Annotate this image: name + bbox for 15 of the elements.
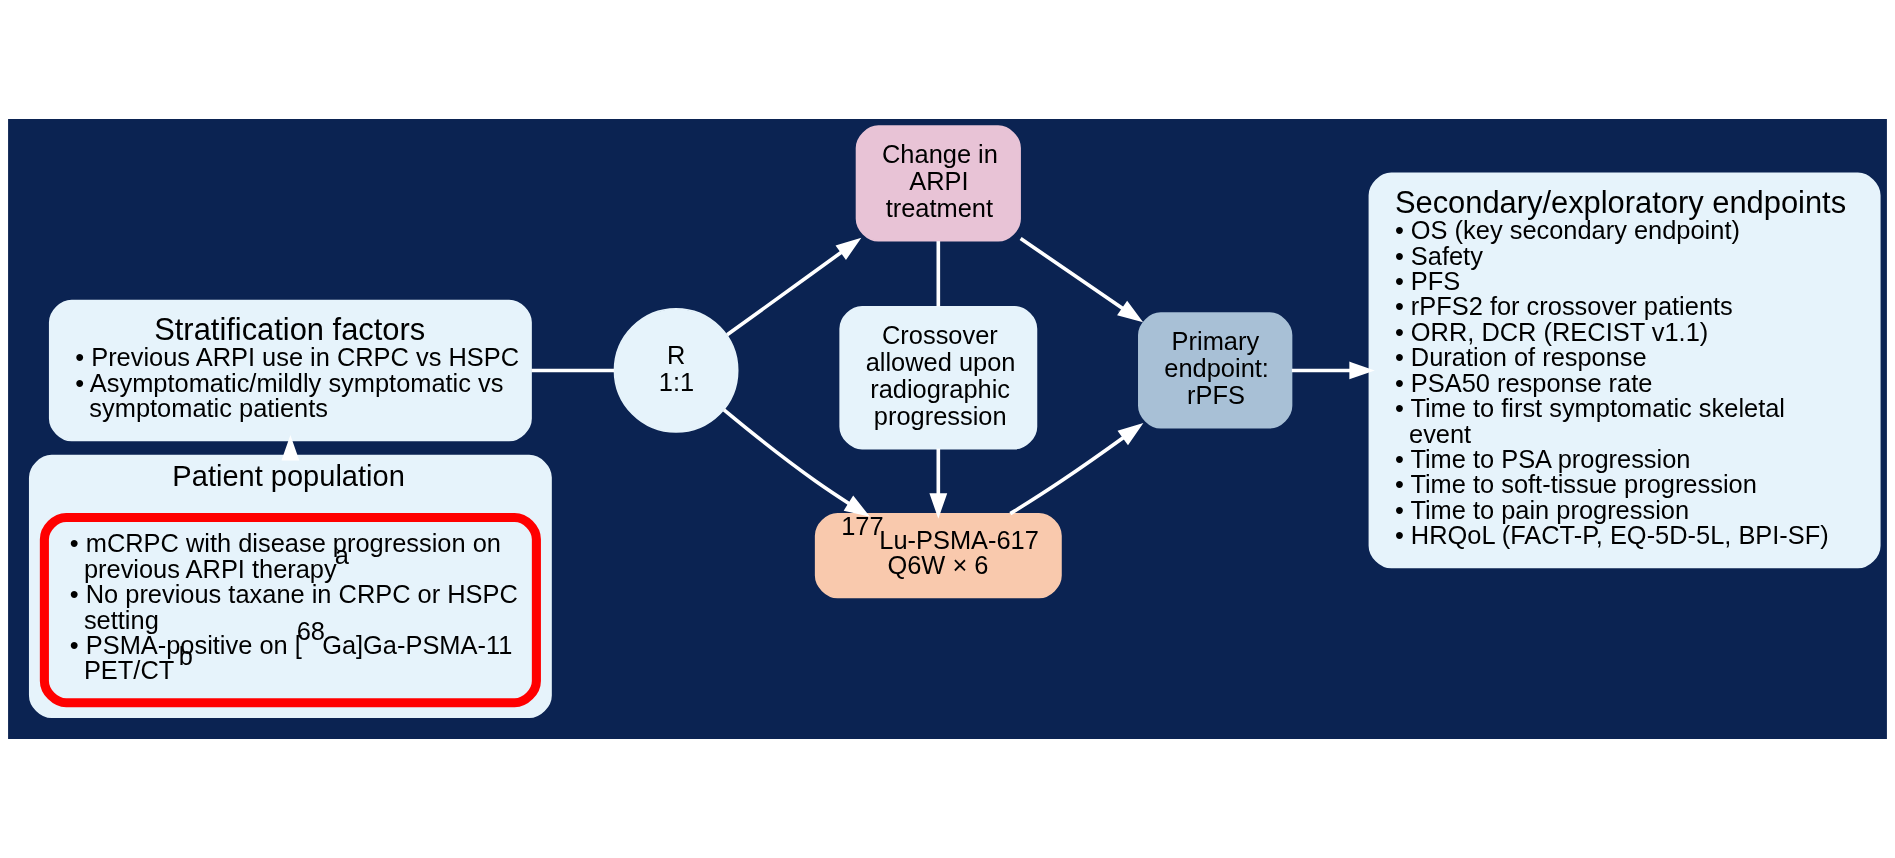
arrow — [1291, 361, 1375, 380]
arrow — [726, 237, 862, 337]
arrow — [1009, 423, 1144, 516]
node-box: Stratification factors • Previous ARPI use in CRPC vs HSPC • Asymptomatic/mildly symptomatic vs symptomatic patients — [48, 299, 532, 442]
node-box: Secondary/exploratory endpoints • OS (key secondary endpoint) • Safety • PFS • rPFS2 for crossover patients • ORR, DCR (RECIST v1.1) • Duration of response • PSA50 response rate • Time to first symptomatic skeletal event • Time to PSA progression • Time to soft-tissue progression • Time to pain progression • HRQoL (FACT-P, EQ-5D-5L, BPI-SF) — [1368, 172, 1881, 569]
arrow — [722, 408, 870, 517]
node-box: Change in ARPI treatment — [855, 125, 1021, 242]
node-circle: R 1:1 — [613, 308, 739, 433]
connector — [936, 241, 941, 307]
arrow — [281, 435, 300, 461]
arrow — [1019, 237, 1144, 323]
node-box: Primary endpoint: rPFS — [1138, 312, 1293, 429]
connector — [531, 368, 614, 373]
node-box: Crossover allowed upon radiographic progression — [839, 306, 1038, 450]
arrow — [929, 448, 948, 519]
